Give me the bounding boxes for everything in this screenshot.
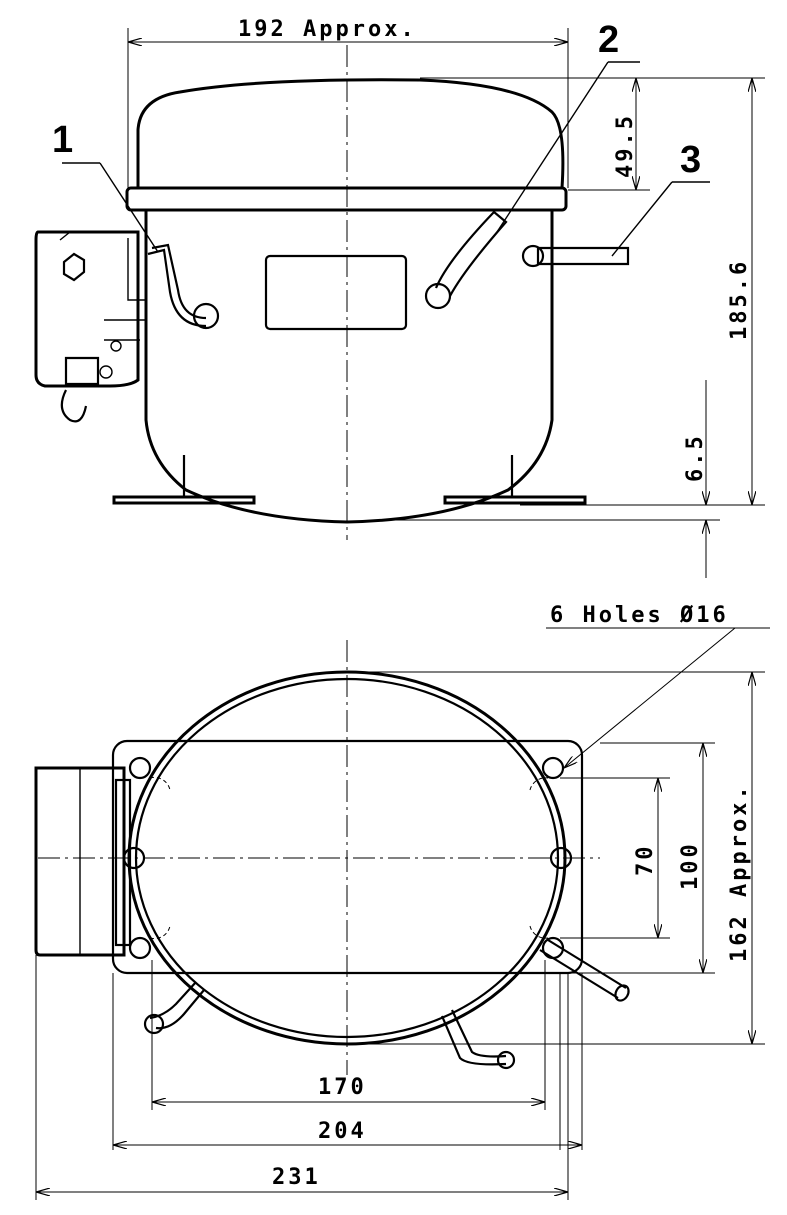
dim-185-6-label: 185.6	[727, 259, 752, 340]
dome-outline	[136, 78, 565, 189]
housing-inner	[134, 677, 560, 1039]
terminal-box-details	[59, 231, 146, 341]
pipe-bottom-right	[440, 1009, 507, 1066]
dim-100-label: 100	[678, 841, 703, 890]
callout-1: 1	[52, 119, 73, 161]
terminal-cover	[114, 778, 132, 947]
connector-3-port	[521, 244, 545, 268]
mount-hole-tl	[128, 756, 152, 780]
connector-2-port	[424, 282, 452, 310]
side-view: 1 2 3 192 Approx. 49.5 185.6 6.5	[34, 17, 765, 578]
terminal-box	[34, 230, 140, 388]
dim-6-5-label: 6.5	[683, 433, 708, 482]
dim-70-label: 70	[633, 844, 658, 877]
dim-192-label: 192 Approx.	[238, 17, 417, 42]
connector-3-pipe	[536, 246, 630, 266]
callout-2: 2	[598, 19, 619, 61]
connector-2-pipe	[434, 210, 508, 297]
screw-icon-lower	[99, 365, 113, 379]
mount-hole-bl	[128, 936, 152, 960]
left-foot	[112, 495, 256, 505]
lower-housing	[144, 210, 554, 524]
callout-3: 3	[680, 139, 701, 181]
dim-231-label: 231	[272, 1165, 321, 1190]
base-plate	[111, 739, 584, 975]
dim-49-5-label: 49.5	[613, 113, 638, 178]
mount-hole-tr	[541, 756, 565, 780]
nameplate	[264, 254, 408, 331]
pipe-bottom-right-end	[496, 1050, 516, 1070]
pipe-right-diagonal	[539, 939, 627, 999]
dim-170-label: 170	[318, 1075, 367, 1100]
connector-1-pipe	[151, 243, 207, 320]
top-view: 6 Holes Ø16 70 100 162 Approx. 170 204	[34, 603, 770, 1200]
dim-204-label: 204	[318, 1119, 367, 1144]
terminal-box-top	[34, 766, 126, 957]
housing-flange	[125, 186, 568, 212]
pipe-left-end	[143, 1013, 165, 1035]
relay-cube-icon	[62, 252, 86, 282]
callout-2-leader	[496, 61, 609, 233]
pipe-left-bottom	[149, 981, 205, 1030]
screw-icon	[110, 340, 122, 352]
holes-leader	[564, 627, 736, 768]
right-foot	[443, 495, 587, 505]
callout-1-leader	[99, 162, 159, 253]
callout-3-leader	[611, 181, 673, 257]
dim-162-label: 162 Approx.	[727, 783, 752, 962]
pipe-right-end	[614, 984, 630, 1002]
mount-hole-mr	[549, 846, 573, 870]
cable-clamp	[60, 356, 100, 423]
connector-1-port	[192, 302, 220, 330]
holes-label: 6 Holes Ø16	[550, 603, 729, 628]
